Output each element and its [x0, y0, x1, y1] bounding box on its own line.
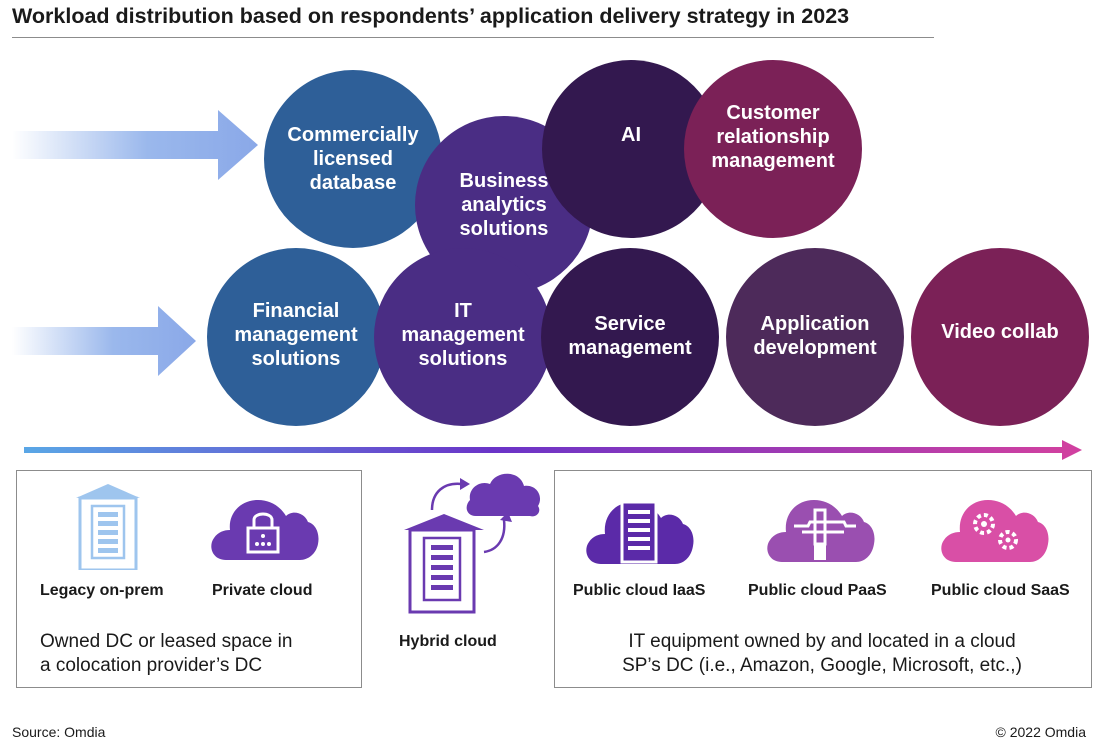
hybrid-cloud-icon — [404, 473, 541, 614]
public-cloud-iaas-label: Public cloud IaaS — [573, 582, 706, 599]
copyright-note: © 2022 Omdia — [995, 724, 1086, 740]
public-cloud-saas-label: Public cloud SaaS — [931, 582, 1070, 599]
cloud-server-icon — [586, 500, 694, 564]
server-building-icon — [76, 484, 140, 570]
spectrum-arrow-icon — [24, 440, 1082, 460]
bubble-video-collab: Video collab — [911, 248, 1089, 426]
cloud-tools-icon — [767, 500, 875, 562]
on-premises-panel — [16, 470, 362, 688]
top-row-arrow-icon — [12, 110, 258, 180]
public-cloud-description: IT equipment owned by and located in a c… — [622, 631, 1022, 676]
private-cloud-label: Private cloud — [212, 582, 313, 599]
cloud-lock-icon — [211, 500, 319, 560]
source-note: Source: Omdia — [12, 724, 106, 740]
page-title: Workload distribution based on responden… — [12, 4, 934, 38]
bubble-ai: AI — [542, 60, 720, 238]
bottom-row-arrow-icon — [12, 306, 196, 376]
on-premises-description: Owned DC or leased space in a colocation… — [40, 631, 293, 676]
hybrid-cloud-label: Hybrid cloud — [399, 633, 497, 650]
public-cloud-paas-label: Public cloud PaaS — [748, 582, 887, 599]
cloud-gears-icon — [941, 500, 1049, 562]
legacy-on-prem-label: Legacy on-prem — [40, 582, 164, 599]
public-cloud-panel — [554, 470, 1092, 688]
